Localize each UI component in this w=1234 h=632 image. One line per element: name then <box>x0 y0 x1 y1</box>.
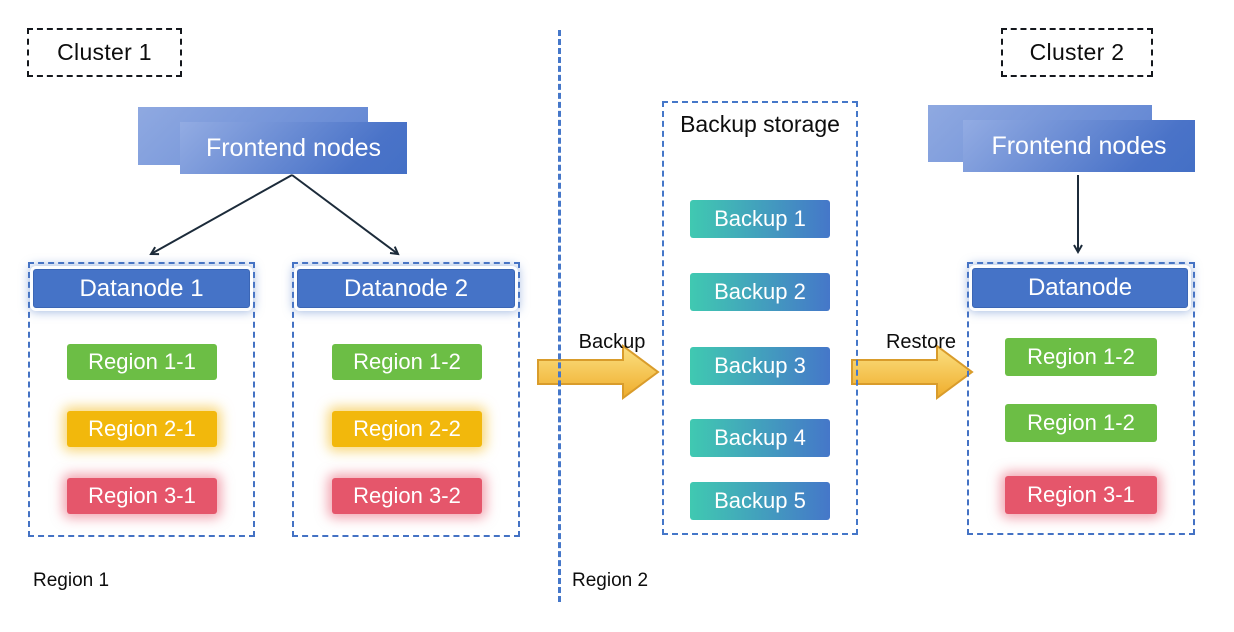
backup-item: Backup 5 <box>690 482 830 520</box>
frontend-right-box: Frontend nodes <box>963 120 1195 172</box>
datanode1-header: Datanode 1 <box>33 269 250 308</box>
backup-item-label: Backup 3 <box>714 353 806 378</box>
region-label: Region 1-2 <box>1027 344 1135 369</box>
region-label: Region 3-1 <box>1027 482 1135 507</box>
region-chip: Region 2-1 <box>67 411 217 447</box>
region-divider-line <box>558 30 561 602</box>
frontend-left-label: Frontend nodes <box>205 133 382 162</box>
region-chip: Region 1-2 <box>1005 404 1157 442</box>
cluster2-label: Cluster 2 <box>1029 39 1125 65</box>
backup-item: Backup 2 <box>690 273 830 311</box>
backup-item-label: Backup 5 <box>714 488 806 513</box>
region-label: Region 1-1 <box>88 349 196 374</box>
region-label: Region 3-1 <box>88 483 196 508</box>
region-chip: Region 3-2 <box>332 478 482 514</box>
region-label: Region 2-1 <box>88 416 196 441</box>
backup-item-label: Backup 4 <box>714 425 806 450</box>
frontend-to-datanode1-arrow <box>149 174 293 256</box>
region-chip: Region 3-1 <box>1005 476 1157 514</box>
backup-item: Backup 3 <box>690 347 830 385</box>
region-chip: Region 1-1 <box>67 344 217 380</box>
restore-flow-label: Restore <box>885 331 957 353</box>
region2-footer-label: Region 2 <box>572 570 649 591</box>
region-label: Region 3-2 <box>353 483 461 508</box>
datanode2-title: Datanode 2 <box>343 274 469 302</box>
region1-footer-label: Region 1 <box>33 570 110 591</box>
backup-storage-container <box>662 101 858 535</box>
datanode-restored-container <box>967 262 1195 535</box>
region-chip: Region 3-1 <box>67 478 217 514</box>
datanode2-header: Datanode 2 <box>297 269 515 308</box>
backup-storage-title: Backup storage <box>680 111 840 137</box>
region-label: Region 1-2 <box>1027 410 1135 435</box>
datanode1-title: Datanode 1 <box>79 274 204 302</box>
datanode2-container <box>292 262 520 537</box>
cluster2-label-box: Cluster 2 <box>1001 28 1153 77</box>
region-chip: Region 2-2 <box>332 411 482 447</box>
backup-item-label: Backup 1 <box>714 206 806 231</box>
datanode-restored-header: Datanode <box>972 268 1188 308</box>
cluster1-label: Cluster 1 <box>57 39 152 65</box>
backup-item-label: Backup 2 <box>714 279 806 304</box>
cluster1-label-box: Cluster 1 <box>27 28 182 77</box>
datanode1-container <box>28 262 255 537</box>
frontend-left-box: Frontend nodes <box>180 122 407 174</box>
backup-flow-label: Backup <box>578 331 646 353</box>
frontend-right-label: Frontend nodes <box>991 131 1167 160</box>
region-label: Region 1-2 <box>353 349 461 374</box>
backup-item: Backup 1 <box>690 200 830 238</box>
region-chip: Region 1-2 <box>1005 338 1157 376</box>
frontend-to-datanode2-arrow <box>291 174 400 256</box>
datanode-restored-title: Datanode <box>1027 274 1133 301</box>
backup-item: Backup 4 <box>690 419 830 457</box>
region-label: Region 2-2 <box>353 416 461 441</box>
region-chip: Region 1-2 <box>332 344 482 380</box>
